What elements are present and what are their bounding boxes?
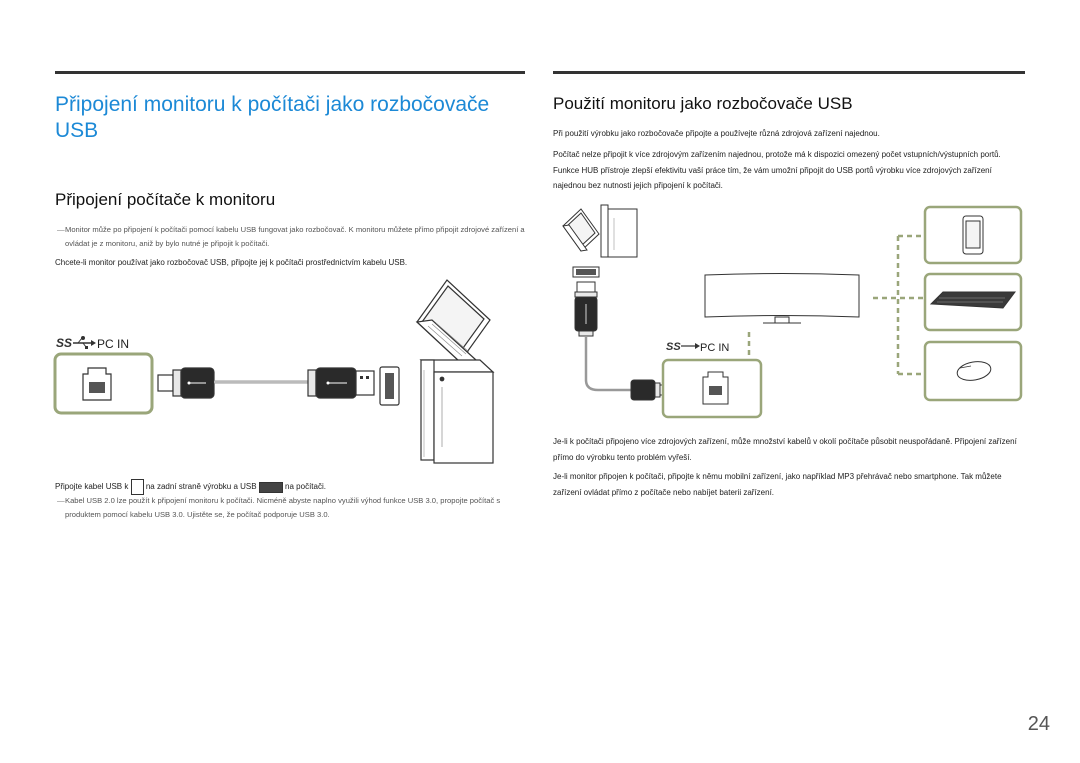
note-hub-usage: ― Monitor může po připojení k počítači p… bbox=[57, 225, 525, 248]
svg-text:SS: SS bbox=[666, 341, 681, 353]
caption-connect-usb: Připojte kabel USB k na zadní straně výr… bbox=[55, 479, 525, 495]
mouse-icon bbox=[956, 361, 992, 381]
usb-b-cable-plug-icon bbox=[157, 367, 215, 399]
right-top-rule bbox=[553, 71, 1025, 74]
usb-b-port-small-icon bbox=[130, 479, 144, 495]
section-heading-hub-usage: Použití monitoru jako rozbočovače USB bbox=[553, 94, 853, 113]
port-label-pc-in: PC IN bbox=[97, 337, 129, 351]
hub-dashed-links bbox=[747, 234, 925, 376]
usb-a-port-small-diagram-icon bbox=[572, 266, 600, 278]
caption-text-2: na zadní straně výrobku a USB bbox=[145, 482, 257, 492]
hub-explanation-paragraph: Počítač nelze připojit k více zdrojovým … bbox=[553, 150, 1001, 190]
smartphone-icon bbox=[962, 215, 984, 255]
keyboard-icon bbox=[929, 291, 1016, 309]
instruction-usb-hub: Chcete-li monitor používat jako rozbočov… bbox=[55, 258, 408, 267]
caption-text-3: na počítači. bbox=[285, 482, 326, 492]
hub-intro-paragraph: Při použití výrobku jako rozbočovače při… bbox=[553, 129, 880, 138]
usb-a-port-small-icon bbox=[258, 481, 283, 493]
note-usb3: ― Kabel USB 2.0 lze použít k připojení m… bbox=[57, 496, 501, 519]
mobile-device-paragraph: Je-li monitor připojen k počítači, připo… bbox=[553, 472, 1002, 497]
port-label-pc-in-right: PC IN bbox=[700, 342, 729, 354]
caption-text-1: Připojte kabel USB k bbox=[55, 482, 129, 492]
usb-a-plug-vertical-icon bbox=[574, 281, 598, 337]
usb-a-cable-plug-icon bbox=[307, 367, 375, 399]
page-number: 24 bbox=[1027, 713, 1050, 735]
superspeed-usb-logo: SS bbox=[56, 336, 96, 350]
monitor-icon bbox=[704, 273, 860, 324]
right-hub-diagram: SS PC IN bbox=[562, 204, 1023, 419]
section-heading-connect-pc: Připojení počítače k monitoru bbox=[55, 190, 276, 209]
usb-b-port-icon bbox=[82, 367, 112, 401]
superspeed-usb-logo-right: SS bbox=[666, 341, 700, 353]
left-connection-diagram: SS PC IN bbox=[53, 279, 495, 464]
left-top-rule bbox=[55, 71, 525, 74]
laptop-icon bbox=[415, 279, 491, 363]
usb-cable-right bbox=[584, 336, 631, 392]
page-title: Připojení monitoru k počítači jako rozbo… bbox=[55, 93, 490, 142]
pc-tower-small-icon bbox=[600, 204, 638, 258]
cable-clutter-paragraph: Je-li k počítači připojeno více zdrojový… bbox=[553, 437, 1017, 462]
svg-text:SS: SS bbox=[56, 336, 72, 350]
usb-b-port-right-icon bbox=[702, 371, 729, 405]
usb-a-port-icon bbox=[379, 366, 400, 406]
laptop-small-icon bbox=[562, 208, 600, 252]
pc-tower-icon bbox=[419, 359, 495, 464]
